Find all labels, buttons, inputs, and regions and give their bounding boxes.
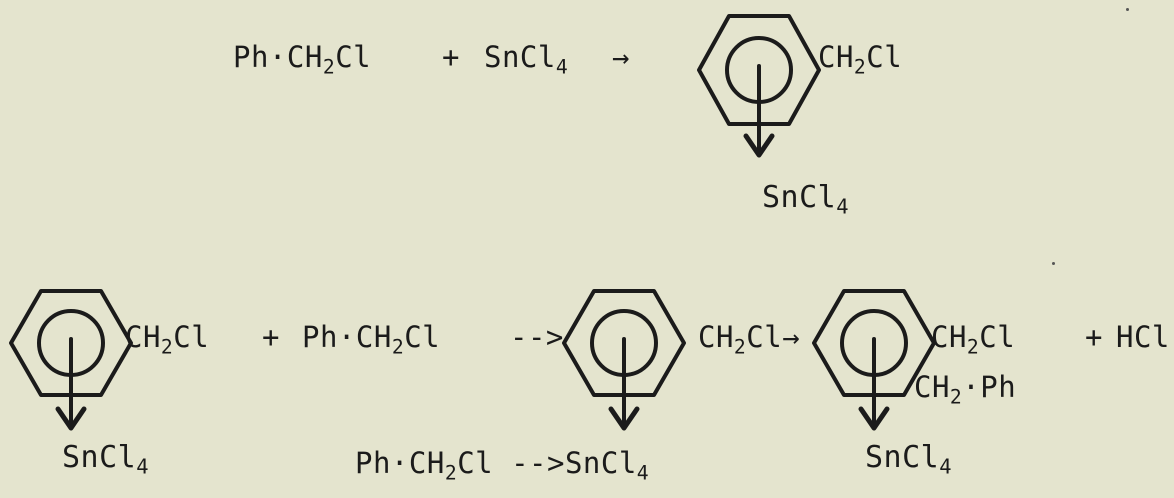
- eq1-plus: +: [442, 40, 460, 74]
- eq2-complex-tin-chloride: SnCl4: [62, 440, 150, 479]
- eq1-ring-substituent: CH2Cl: [818, 40, 903, 79]
- eq1-benzene-ring-icon: [697, 14, 821, 158]
- eq2-intermediate-substituent: CH2Cl→: [698, 320, 801, 359]
- eq1-reaction-arrow: →: [612, 40, 630, 74]
- eq2-plus-byproduct: +: [1085, 320, 1103, 354]
- eq1-reactant-benzyl-chloride: Ph·CH2Cl: [233, 40, 372, 79]
- eq2-reaction-arrow: -->: [510, 320, 564, 354]
- eq2-complex-substituent: CH2Cl: [125, 320, 210, 359]
- eq2-product-benzene-ring-icon: [812, 289, 936, 431]
- eq2-complex-benzene-ring-icon: [9, 289, 133, 431]
- eq2-byproduct-hcl: HCl: [1116, 320, 1170, 354]
- eq2-product-benzyl-group: CH2·Ph: [914, 370, 1017, 409]
- eq2-product-tin-chloride: SnCl4: [865, 440, 953, 479]
- eq2-product-substituent: CH2Cl: [931, 320, 1016, 359]
- eq2-reagent-benzyl-chloride: Ph·CH2Cl: [302, 320, 441, 359]
- eq1-reactant-tin-chloride: SnCl4: [484, 40, 569, 79]
- eq2-plus: +: [262, 320, 280, 354]
- eq2-intermediate-benzene-ring-icon: [562, 289, 686, 431]
- scan-speck: [1126, 8, 1129, 11]
- scan-speck: [1052, 262, 1055, 265]
- eq1-tin-chloride-complex: SnCl4: [762, 180, 850, 219]
- eq2-intermediate-lower-label: Ph·CH2Cl -->SnCl4: [355, 446, 650, 485]
